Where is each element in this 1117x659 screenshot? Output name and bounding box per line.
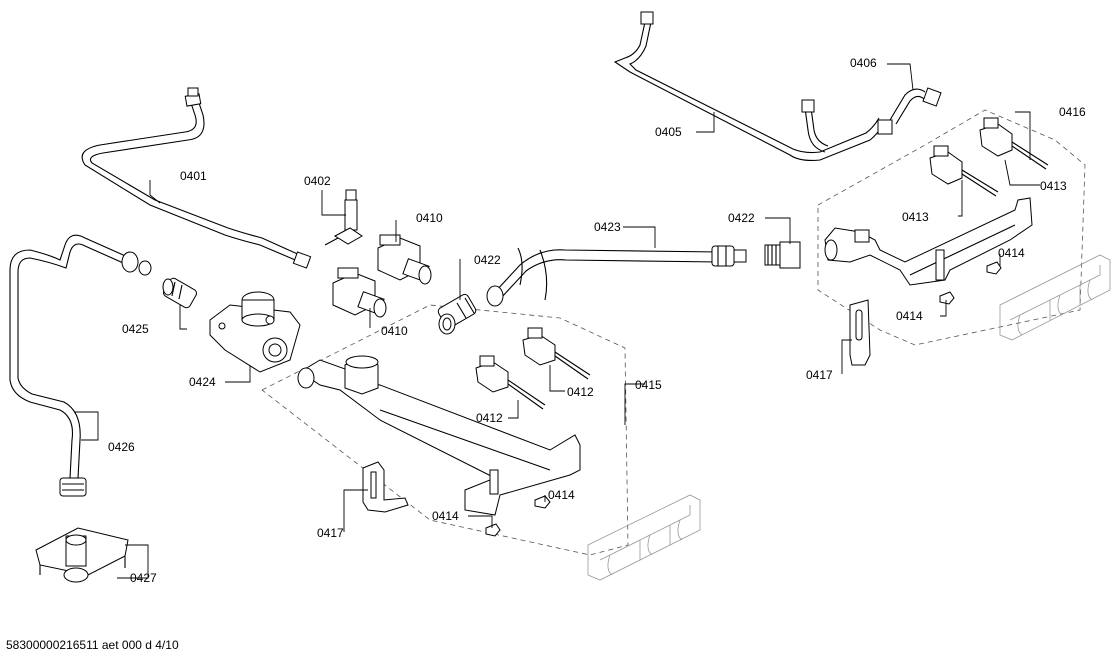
label-0422-right: 0422	[728, 211, 755, 225]
label-0413-right: 0413	[1040, 179, 1067, 193]
injector-0413-lower	[929, 145, 999, 197]
label-0410-lower: 0410	[381, 324, 408, 338]
frame-left-grey	[587, 494, 701, 581]
fitting-0425	[162, 277, 198, 309]
frame-right-grey	[999, 254, 1111, 341]
gas-pipe-0423	[486, 245, 747, 307]
gas-pipe-0405	[613, 11, 886, 161]
injector-0412-lower	[475, 355, 546, 410]
connector-0422-right	[764, 241, 801, 269]
label-0414-b: 0414	[432, 509, 459, 523]
label-0406: 0406	[850, 56, 877, 70]
solenoid-valve-0410-upper	[377, 234, 432, 285]
label-0423: 0423	[594, 220, 621, 234]
bracket-0417-left	[362, 461, 409, 513]
screw-0414-d	[939, 291, 955, 305]
bracket-0417-right	[849, 299, 871, 366]
label-0401: 0401	[180, 169, 207, 183]
bracket-fitting-0427	[35, 527, 129, 583]
label-0424: 0424	[189, 375, 216, 389]
gas-pipe-0406	[877, 87, 942, 135]
gas-pipe-0426	[9, 234, 152, 497]
label-0414-c: 0414	[998, 246, 1025, 260]
label-0422-left: 0422	[474, 253, 501, 267]
label-0417-right: 0417	[806, 368, 833, 382]
leader-lines	[75, 63, 1040, 579]
label-0427: 0427	[130, 571, 157, 585]
pressure-regulator-0424	[209, 291, 301, 373]
gas-pipe-0401	[81, 87, 312, 269]
assembly-boundary-right	[817, 109, 1086, 346]
label-0425: 0425	[122, 322, 149, 336]
screw-0414-c	[986, 261, 1002, 275]
label-0426: 0426	[108, 440, 135, 454]
label-0415: 0415	[635, 378, 662, 392]
document-reference: 58300000216511 aet 000 d 4/10	[6, 638, 179, 652]
solenoid-valve-0410-lower	[332, 267, 387, 318]
label-0413-left: 0413	[902, 210, 929, 224]
label-0412-right: 0412	[567, 385, 594, 399]
label-0402: 0402	[304, 174, 331, 188]
label-0416: 0416	[1059, 105, 1086, 119]
label-0405: 0405	[655, 125, 682, 139]
burner-manifold-0416	[824, 197, 1033, 286]
screw-0414-b	[485, 523, 501, 537]
label-0414-a: 0414	[548, 488, 575, 502]
screw-0414-a	[534, 495, 551, 509]
valve-0402	[324, 189, 363, 246]
label-0417-left: 0417	[317, 526, 344, 540]
label-0412-left: 0412	[476, 411, 503, 425]
connector-0422-left	[437, 293, 477, 335]
label-0414-d: 0414	[896, 309, 923, 323]
injector-0413-upper	[979, 117, 1049, 170]
label-0410-upper: 0410	[416, 211, 443, 225]
burner-manifold-0415	[297, 355, 581, 516]
injector-0412-upper	[522, 327, 591, 380]
